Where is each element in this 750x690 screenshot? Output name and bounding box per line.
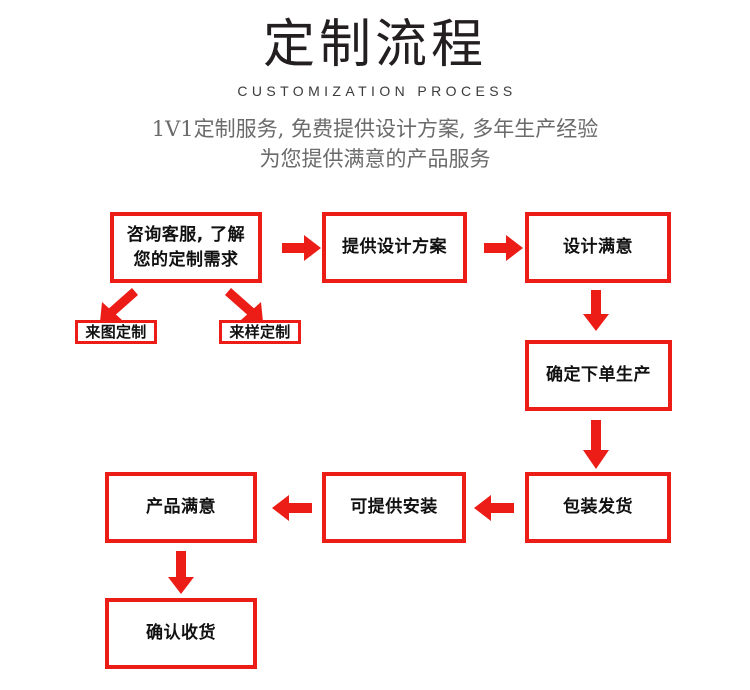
flow-node-pack-ship-label: 包装发货 — [563, 497, 633, 517]
flow-node-pack-ship[interactable]: 包装发货 — [525, 472, 671, 543]
flow-node-custom-image[interactable]: 来图定制 — [75, 320, 157, 344]
flow-node-design-plan[interactable]: 提供设计方案 — [322, 212, 467, 283]
page-subtitle: CUSTOMIZATION PROCESS — [237, 83, 517, 99]
arrow-down-icon-product-ok-to-confirm-receive — [165, 551, 197, 595]
description-line-1: 1V1定制服务, 免费提供设计方案, 多年生产经验 — [151, 117, 599, 141]
flow-node-confirm-order-label: 确定下单生产 — [546, 365, 651, 385]
flow-node-product-ok-label: 产品满意 — [146, 497, 216, 517]
page-title: 定制流程 — [262, 15, 487, 75]
description: 1V1定制服务, 免费提供设计方案, 多年生产经验 为您提供满意的产品服务 — [0, 100, 750, 174]
flow-node-confirm-receive[interactable]: 确认收货 — [105, 598, 257, 669]
flow-node-custom-sample[interactable]: 来样定制 — [219, 320, 301, 344]
flow-node-install[interactable]: 可提供安装 — [322, 472, 466, 543]
arrow-down-left-icon-consult-to-custom-image — [98, 288, 138, 324]
arrow-down-icon-confirm-order-to-pack-ship — [580, 420, 612, 470]
flow-node-consult-line2: 您的定制需求 — [133, 249, 239, 270]
flow-node-product-ok[interactable]: 产品满意 — [105, 472, 257, 543]
flow-node-custom-sample-label: 来样定制 — [229, 323, 291, 341]
flow-node-install-label: 可提供安装 — [350, 497, 438, 517]
flow-node-design-ok-label: 设计满意 — [563, 237, 633, 257]
arrow-right-icon-consult-to-design-plan — [282, 232, 322, 264]
arrow-left-icon-install-to-product-ok — [268, 492, 312, 524]
description-line-2: 为您提供满意的产品服务 — [259, 147, 491, 171]
flow-node-design-ok[interactable]: 设计满意 — [525, 212, 671, 283]
flow-node-custom-image-label: 来图定制 — [85, 323, 147, 341]
flow-node-consult[interactable]: 咨询客服, 了解 您的定制需求 — [110, 212, 262, 283]
flow-node-consult-line1: 咨询客服, 了解 — [126, 224, 246, 245]
header: 定制流程 CUSTOMIZATION PROCESS 1V1定制服务, 免费提供… — [0, 0, 750, 174]
arrow-down-icon-design-ok-to-confirm-order — [580, 290, 612, 332]
arrow-left-icon-pack-ship-to-install — [470, 492, 514, 524]
flow-node-confirm-order[interactable]: 确定下单生产 — [525, 340, 672, 411]
arrow-right-icon-design-plan-to-design-ok — [484, 232, 524, 264]
flow-node-confirm-receive-label: 确认收货 — [146, 623, 216, 643]
flow-node-design-plan-label: 提供设计方案 — [342, 237, 447, 257]
arrow-down-right-icon-consult-to-custom-sample — [225, 288, 265, 324]
